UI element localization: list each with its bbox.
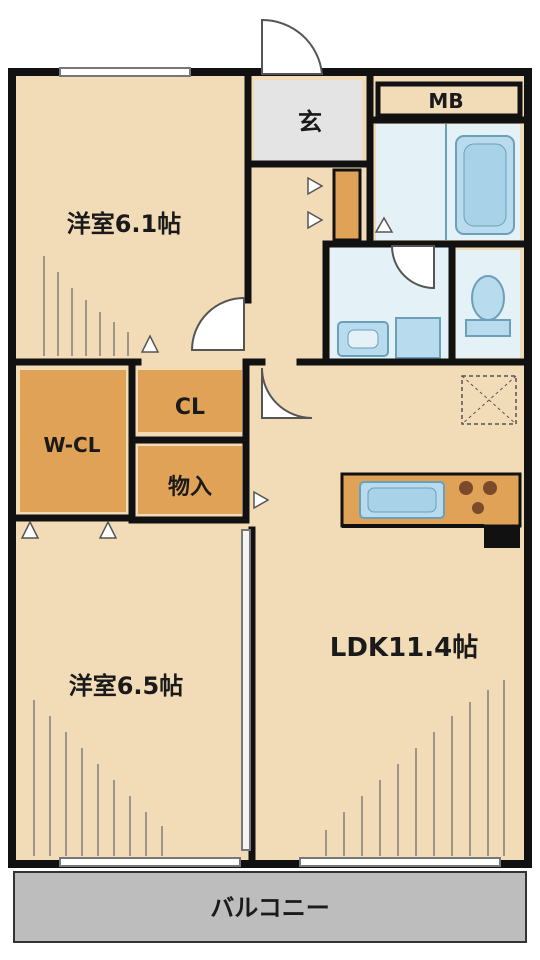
meter-box (375, 81, 523, 119)
interior-walls (12, 70, 528, 864)
label-western-room-1: 洋室6.1帖 (67, 210, 182, 238)
toilet-bowl (471, 275, 505, 321)
ldk-room (256, 362, 520, 858)
entrance-door (261, 18, 324, 75)
closet (138, 370, 242, 432)
label-mb: MB (428, 89, 463, 113)
hallway (250, 168, 325, 360)
label-closet: CL (175, 395, 205, 420)
western-room-2 (20, 528, 248, 858)
range-hood (461, 375, 517, 425)
entrance-area (254, 80, 362, 164)
washroom-door (390, 245, 435, 290)
label-balcony: バルコニー (210, 894, 330, 922)
bathtub-inner (463, 143, 507, 227)
label-storage: 物入 (168, 474, 212, 500)
range-hood-diag-2 (461, 375, 517, 425)
hatch-room1 (43, 256, 129, 356)
walk-in-closet (20, 370, 126, 512)
stove-burner-2 (483, 481, 497, 495)
toilet-tank (465, 319, 511, 337)
shoe-cabinet (332, 168, 362, 242)
hatch-ldk (325, 680, 505, 856)
label-western-room-2: 洋室6.5帖 (69, 672, 184, 700)
fridge-mark (484, 526, 520, 548)
label-ldk: LDK11.4帖 (330, 633, 478, 663)
kitchen-sink-bowl (367, 487, 437, 513)
stove-burner-3 (472, 502, 484, 514)
washing-machine (395, 317, 441, 359)
room1-door (190, 296, 245, 351)
storage (138, 446, 242, 514)
wash-basin-bowl (347, 329, 379, 349)
shoe-door-marks (20, 176, 394, 539)
hatch-room2 (33, 700, 163, 856)
ldk-door (261, 367, 313, 419)
stove-burner-1 (459, 481, 473, 495)
label-walk-in-closet: W-CL (44, 433, 101, 457)
label-entrance: 玄 (298, 108, 322, 136)
balcony (13, 871, 527, 943)
windows (59, 67, 501, 867)
